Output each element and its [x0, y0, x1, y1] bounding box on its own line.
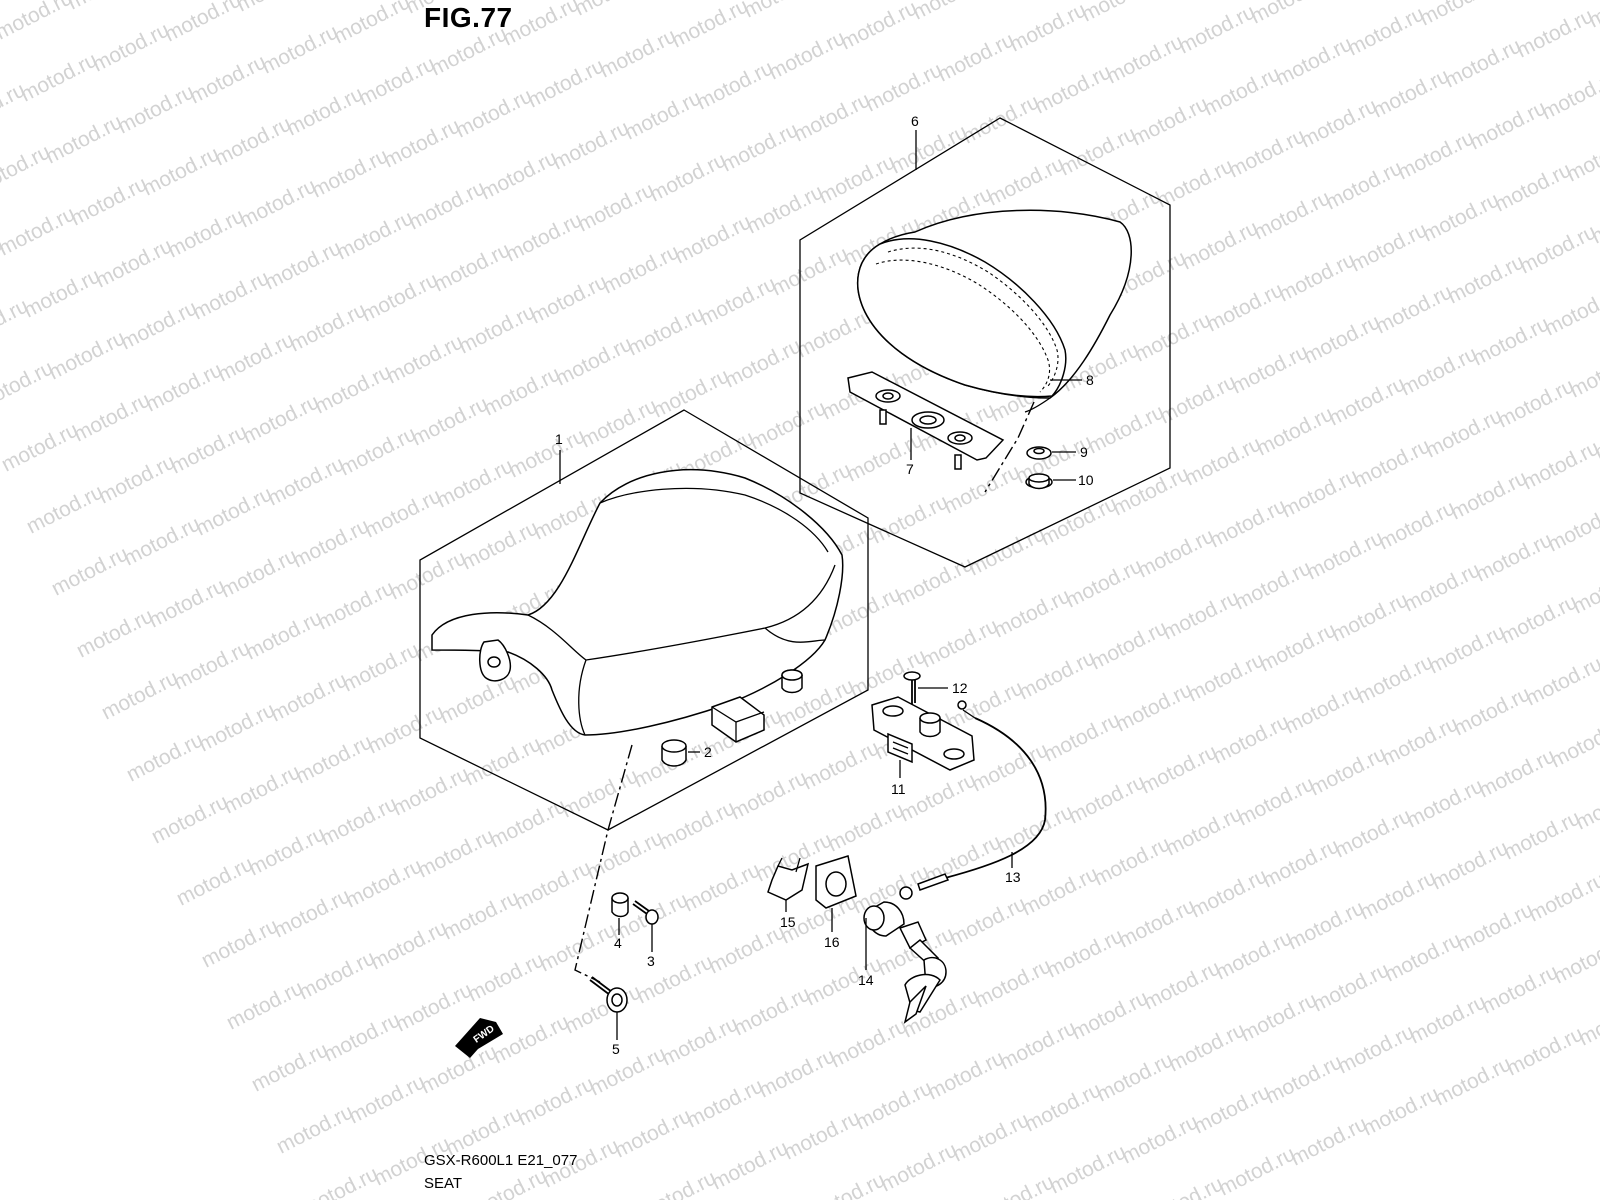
front-seat-cut-line: [574, 744, 633, 983]
watermark-text: motod.ru: [909, 0, 993, 24]
cushion-2: [661, 739, 687, 767]
callout-10: 10: [1078, 472, 1094, 488]
watermark-text: motod.ru: [668, 0, 752, 52]
callout-9: 9: [1080, 444, 1088, 460]
rear-seat-cut-line: [984, 401, 1035, 493]
screw-3: [632, 900, 659, 925]
bracket-16: [815, 855, 857, 909]
watermark-text: motod.ru: [1078, 0, 1162, 26]
lock-cable-13: [944, 717, 1047, 879]
watermark-text: motod.ru: [467, 1164, 551, 1200]
watermark-text: motod.ru: [64, 0, 148, 14]
watermark-text: motod.ru: [1416, 0, 1500, 30]
callout-2: 2: [704, 744, 712, 760]
screw-12: [903, 671, 921, 705]
callout-6: 6: [911, 113, 919, 129]
watermark-text: motod.ru: [1522, 652, 1600, 710]
watermark-text: motod.ru: [636, 1166, 720, 1200]
watermark-text: motod.ru: [1143, 1172, 1227, 1200]
callout-labels: 1 2 3 4 5 6 7 8 9 10 11 12 13 14 15 16: [555, 113, 1094, 1057]
callout-14: 14: [858, 972, 874, 988]
cushion-4: [611, 892, 629, 918]
callout-3: 3: [647, 953, 655, 969]
callout-11: 11: [891, 781, 906, 797]
washer-9: [1026, 446, 1052, 460]
diagram-code: GSX-R600L1 E21_077: [424, 1152, 578, 1169]
watermark-text: motod.ru: [1550, 930, 1600, 988]
forward-direction-arrow: FWD: [455, 1018, 503, 1058]
callout-7: 7: [906, 461, 914, 477]
watermark-text: motod.ru: [161, 0, 245, 46]
watermark-text: motod.ru: [1247, 0, 1331, 28]
bolt-5: [589, 976, 628, 1013]
watermark-text: motod.ru: [1544, 498, 1600, 556]
holder-15: [767, 857, 810, 901]
watermark-text: motod.ru: [330, 0, 414, 48]
rear-seat-group-outline: [799, 117, 1171, 568]
watermark-text: motod.ru: [1547, 714, 1600, 772]
callout-8: 8: [1086, 372, 1094, 388]
rear-seat-bracket: [847, 371, 1005, 470]
callout-15: 15: [780, 914, 796, 930]
watermark-text: motod.ru: [1566, 344, 1600, 402]
diagram-caption: SEAT: [424, 1175, 463, 1192]
watermark-text: motod.ru: [837, 0, 921, 54]
callout-12: 12: [952, 680, 968, 696]
key-cylinder-14: [863, 901, 947, 1024]
callout-1: 1: [555, 431, 563, 447]
watermark-text: motod.ru: [1538, 66, 1600, 124]
callout-5: 5: [612, 1041, 620, 1057]
seat-lock-11: [871, 696, 976, 771]
watermark-text: motod.ru: [0, 0, 76, 44]
cable-end: [899, 873, 950, 900]
watermark-text: motod.ru: [395, 1194, 479, 1200]
watermark-text: motod.ru: [974, 1170, 1058, 1200]
rear-seat-cushion: [857, 209, 1132, 413]
watermark-text: motod.ru: [1525, 868, 1600, 926]
callout-16: 16: [824, 934, 840, 950]
watermark-text: motod.ru: [1563, 128, 1600, 186]
front-seat-cushion: [431, 469, 844, 743]
watermark-text: motod.ru: [1519, 436, 1600, 494]
watermark-text: motod.ru: [805, 1168, 889, 1200]
watermark-text: motod.ru: [564, 1196, 648, 1200]
leader-lines: [559, 130, 1082, 1040]
callout-13: 13: [1005, 869, 1021, 885]
callout-4: 4: [614, 935, 622, 951]
figure-title: FIG.77: [424, 2, 513, 33]
watermark-text: motod.ru: [298, 1162, 382, 1200]
grommet-10: [1025, 473, 1053, 490]
watermark-text: motod.ru: [1006, 0, 1090, 56]
watermark-text: motod.ru: [1541, 282, 1600, 340]
watermark-text: motod.ru: [571, 0, 655, 20]
watermark-text: motod.ru: [740, 0, 824, 22]
watermark-text: motod.ru: [233, 0, 317, 16]
